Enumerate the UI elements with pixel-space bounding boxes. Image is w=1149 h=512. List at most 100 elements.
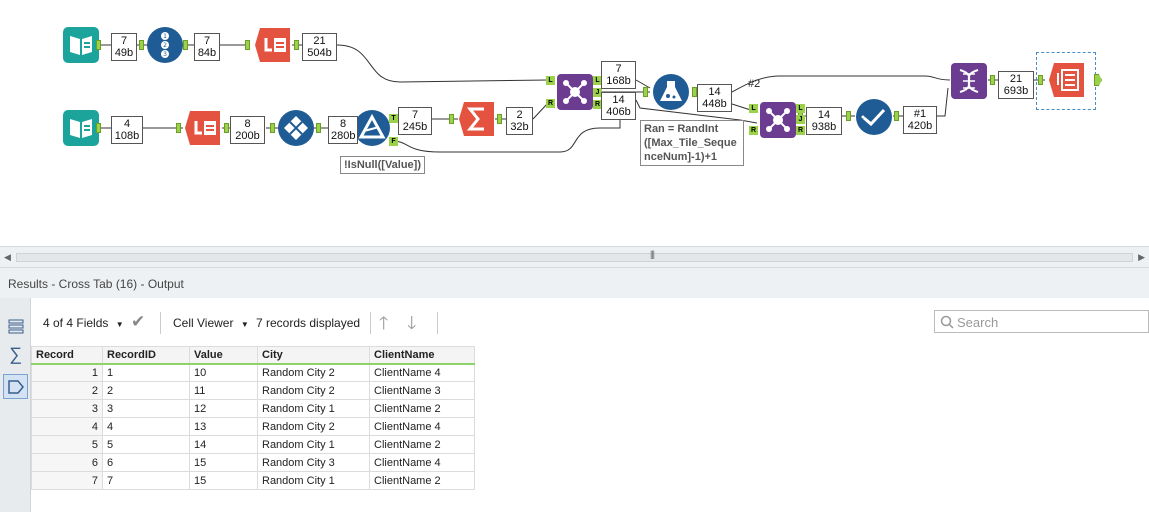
anchor-letter-L[interactable]: L <box>593 76 602 85</box>
tag-icon[interactable] <box>3 374 28 399</box>
select-tool-bottom[interactable] <box>184 109 222 147</box>
input-data-tool-top[interactable] <box>62 26 100 64</box>
anchor[interactable] <box>294 40 299 50</box>
join-tool-2[interactable] <box>759 101 797 139</box>
anchor-letter-R[interactable]: R <box>749 126 758 135</box>
table-cell[interactable]: ClientName 4 <box>369 363 475 382</box>
join-tool-1[interactable] <box>556 73 594 111</box>
anchor-letter-J[interactable]: J <box>796 115 805 124</box>
scroll-left-icon[interactable]: ◀ <box>4 252 11 262</box>
column-header[interactable]: Value <box>189 346 258 365</box>
grip-icon[interactable]: ||| <box>650 249 655 259</box>
column-header[interactable]: ClientName <box>369 346 475 365</box>
table-cell[interactable]: 2 <box>102 381 190 400</box>
anchor[interactable] <box>183 40 188 50</box>
table-cell[interactable]: 11 <box>189 381 258 400</box>
anchor[interactable] <box>96 40 101 50</box>
summarize-tool[interactable] <box>458 100 496 138</box>
table-cell[interactable]: Random City 2 <box>257 381 370 400</box>
table-cell[interactable]: ClientName 2 <box>369 435 475 454</box>
anchor[interactable] <box>497 114 502 124</box>
check-tool[interactable] <box>855 98 893 136</box>
table-cell[interactable]: 10 <box>189 363 258 382</box>
table-cell[interactable]: ClientName 2 <box>369 399 475 418</box>
canvas-scrollbar[interactable]: ◀ ||| ▶ <box>0 246 1149 268</box>
anchor-letter-R[interactable]: R <box>796 126 805 135</box>
select-tool-top[interactable] <box>254 26 292 64</box>
table-cell[interactable]: Random City 1 <box>257 471 370 490</box>
anchor[interactable] <box>1038 75 1043 85</box>
dna-tool[interactable] <box>950 62 988 100</box>
anchor-letter-F[interactable]: F <box>389 137 398 146</box>
fields-dropdown[interactable]: 4 of 4 Fields ▼ <box>43 316 124 330</box>
table-cell[interactable]: Random City 1 <box>257 435 370 454</box>
anchor-letter-R[interactable]: R <box>546 99 555 108</box>
table-cell[interactable]: 15 <box>189 471 258 490</box>
apply-check-icon[interactable]: ✔ <box>131 312 146 331</box>
anchor-letter-T[interactable]: T <box>389 114 398 123</box>
table-cell[interactable]: ClientName 2 <box>369 471 475 490</box>
record-number-cell[interactable]: 3 <box>31 399 103 418</box>
input-data-tool-bottom[interactable] <box>62 109 100 147</box>
anchor[interactable] <box>245 40 250 50</box>
record-number-cell[interactable]: 2 <box>31 381 103 400</box>
scroll-right-icon[interactable]: ▶ <box>1138 252 1145 262</box>
list-view-icon[interactable] <box>3 314 28 339</box>
table-cell[interactable]: Random City 1 <box>257 399 370 418</box>
table-cell[interactable]: ClientName 3 <box>369 381 475 400</box>
column-header[interactable]: City <box>257 346 370 365</box>
table-cell[interactable]: Random City 2 <box>257 417 370 436</box>
output-anchor[interactable] <box>1094 74 1102 86</box>
table-cell[interactable]: 7 <box>102 471 190 490</box>
formula-tool[interactable] <box>652 73 690 111</box>
table-cell[interactable]: ClientName 4 <box>369 417 475 436</box>
scroll-track[interactable] <box>16 253 1133 262</box>
anchor[interactable] <box>139 40 144 50</box>
record-number-cell[interactable]: 4 <box>31 417 103 436</box>
table-cell[interactable]: Random City 3 <box>257 453 370 472</box>
anchor-letter-R[interactable]: R <box>593 100 602 109</box>
anchor[interactable] <box>270 123 275 133</box>
anchor-letter-L[interactable]: L <box>749 104 758 113</box>
table-cell[interactable]: 1 <box>102 363 190 382</box>
table-cell[interactable]: 14 <box>189 435 258 454</box>
anchor[interactable] <box>96 123 101 133</box>
record-number-cell[interactable]: 5 <box>31 435 103 454</box>
table-cell[interactable]: 5 <box>102 435 190 454</box>
arrow-up-icon[interactable]: 🡑 <box>379 313 389 333</box>
anchor[interactable] <box>643 87 648 97</box>
table-cell[interactable]: 15 <box>189 453 258 472</box>
anchor[interactable] <box>990 75 995 85</box>
search-box[interactable] <box>934 310 1149 333</box>
anchor[interactable] <box>224 123 229 133</box>
anchor-letter-J[interactable]: J <box>593 88 602 97</box>
anchor-letter-L[interactable]: L <box>546 76 555 85</box>
table-cell[interactable]: 3 <box>102 399 190 418</box>
formula-annotation[interactable]: Ran = RandInt ([Max_Tile_Seque nceNum]-1… <box>640 120 744 166</box>
anchor[interactable] <box>449 114 454 124</box>
anchor-letter-L[interactable]: L <box>796 104 805 113</box>
crosstab-tool[interactable] <box>1048 61 1086 99</box>
table-cell[interactable]: 4 <box>102 417 190 436</box>
record-number-cell[interactable]: 6 <box>31 453 103 472</box>
filter-annotation[interactable]: !IsNull([Value]) <box>340 156 426 174</box>
sigma-icon[interactable]: ∑ <box>9 344 22 364</box>
table-cell[interactable]: ClientName 4 <box>369 453 475 472</box>
table-cell[interactable]: Random City 2 <box>257 363 370 382</box>
record-number-cell[interactable]: 7 <box>31 471 103 490</box>
anchor[interactable] <box>316 123 321 133</box>
cell-viewer-dropdown[interactable]: Cell Viewer ▼ <box>173 316 249 330</box>
anchor[interactable] <box>692 87 697 97</box>
column-header[interactable]: RecordID <box>102 346 190 365</box>
filter-tool[interactable] <box>353 109 391 147</box>
arrow-down-icon[interactable]: 🡓 <box>407 313 417 333</box>
